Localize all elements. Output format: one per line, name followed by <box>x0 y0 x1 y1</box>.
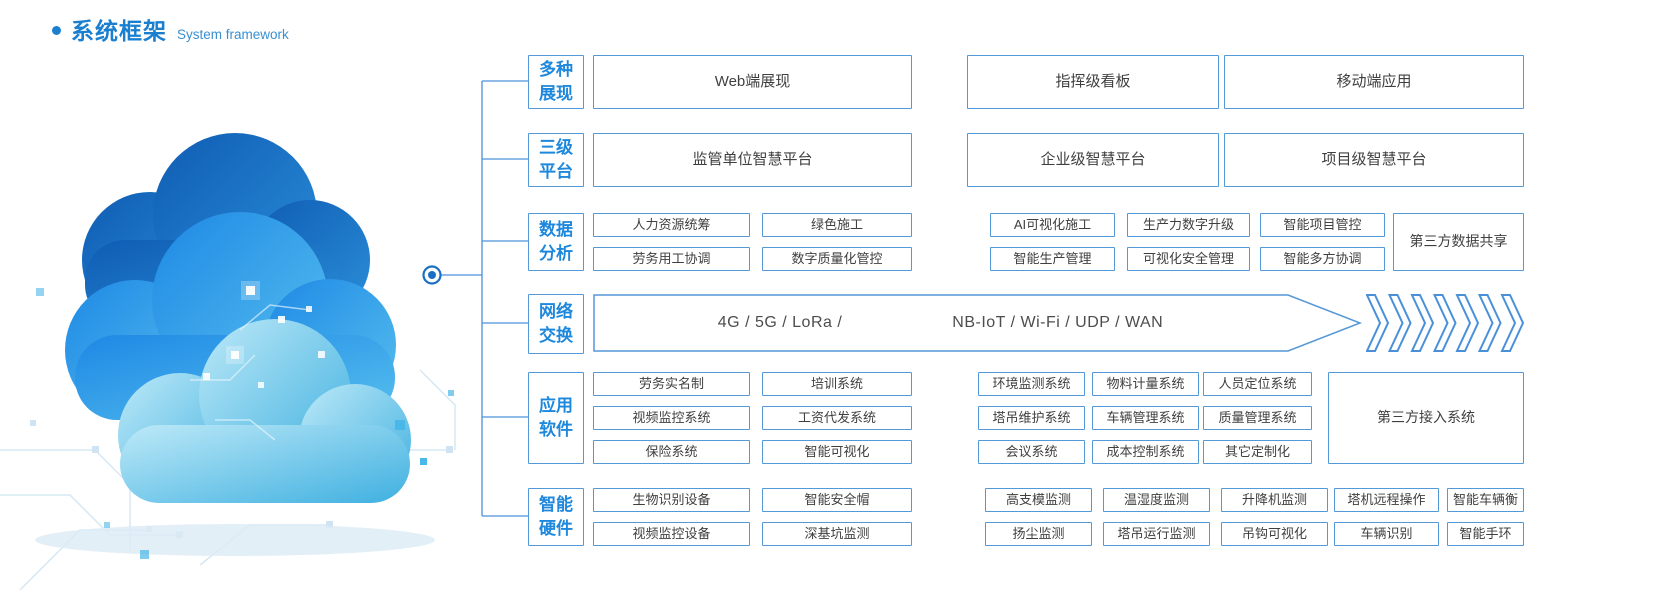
title-bullet-icon <box>52 25 61 35</box>
analysis-box: 劳务用工协调 <box>593 247 750 271</box>
cloud-illustration <box>0 133 456 590</box>
software-box-third-party-access: 第三方接入系统 <box>1328 372 1524 464</box>
hardware-box: 智能安全帽 <box>762 488 912 512</box>
hardware-box: 吊钩可视化 <box>1221 522 1328 546</box>
software-box: 会议系统 <box>978 440 1085 464</box>
hardware-box: 深基坑监测 <box>762 522 912 546</box>
platform-box-regulator: 监管单位智慧平台 <box>593 133 912 187</box>
analysis-box: 智能生产管理 <box>990 247 1115 271</box>
chevron-arrows-icon <box>1366 294 1525 352</box>
hardware-box: 视频监控设备 <box>593 522 750 546</box>
hardware-box: 塔机远程操作 <box>1334 488 1439 512</box>
hardware-box: 扬尘监测 <box>985 522 1092 546</box>
section-label-analysis: 数据 分析 <box>528 213 584 271</box>
network-flow-arrow <box>593 294 1363 352</box>
software-box: 劳务实名制 <box>593 372 750 396</box>
software-box: 车辆管理系统 <box>1092 406 1199 430</box>
hardware-box: 车辆识别 <box>1334 522 1439 546</box>
analysis-box: 智能多方协调 <box>1260 247 1385 271</box>
software-box: 保险系统 <box>593 440 750 464</box>
software-box: 培训系统 <box>762 372 912 396</box>
connector-node-icon <box>422 265 442 285</box>
title-en: System framework <box>177 27 289 42</box>
hardware-box: 高支模监测 <box>985 488 1092 512</box>
network-protocols: 4G / 5G / LoRa / NB-IoT / Wi-Fi / UDP / … <box>593 294 1288 352</box>
section-label-hardware: 智能 硬件 <box>528 488 584 546</box>
software-box: 成本控制系统 <box>1092 440 1199 464</box>
software-box: 人员定位系统 <box>1203 372 1312 396</box>
analysis-box: 智能项目管控 <box>1260 213 1385 237</box>
software-box: 环境监测系统 <box>978 372 1085 396</box>
platform-box-enterprise: 企业级智慧平台 <box>967 133 1219 187</box>
hardware-box: 塔吊运行监测 <box>1103 522 1210 546</box>
analysis-box: 可视化安全管理 <box>1127 247 1250 271</box>
software-box: 物料计量系统 <box>1092 372 1199 396</box>
software-box: 工资代发系统 <box>762 406 912 430</box>
section-label-network: 网络 交换 <box>528 294 584 354</box>
analysis-box: AI可视化施工 <box>990 213 1115 237</box>
network-text-right: NB-IoT / Wi-Fi / UDP / WAN <box>952 314 1164 331</box>
hardware-box: 智能车辆衡 <box>1447 488 1524 512</box>
section-label-software: 应用 软件 <box>528 372 584 464</box>
hardware-box: 生物识别设备 <box>593 488 750 512</box>
analysis-box: 生产力数字升级 <box>1127 213 1250 237</box>
hardware-box: 智能手环 <box>1447 522 1524 546</box>
display-box-mobile: 移动端应用 <box>1224 55 1524 109</box>
hardware-box: 温湿度监测 <box>1103 488 1210 512</box>
analysis-box: 绿色施工 <box>762 213 912 237</box>
section-label-platforms: 三级 平台 <box>528 133 584 187</box>
title-zh: 系统框架 <box>71 18 167 44</box>
analysis-box: 数字质量化管控 <box>762 247 912 271</box>
software-box: 塔吊维护系统 <box>978 406 1085 430</box>
display-box-board: 指挥级看板 <box>967 55 1219 109</box>
analysis-box: 人力资源统筹 <box>593 213 750 237</box>
software-box: 其它定制化 <box>1203 440 1312 464</box>
section-label-display: 多种 展现 <box>528 55 584 109</box>
network-text-left: 4G / 5G / LoRa / <box>717 314 843 331</box>
platform-box-project: 项目级智慧平台 <box>1224 133 1524 187</box>
software-box: 视频监控系统 <box>593 406 750 430</box>
page-title: 系统框架 System framework <box>52 12 289 46</box>
software-box: 智能可视化 <box>762 440 912 464</box>
analysis-box-third-party-share: 第三方数据共享 <box>1393 213 1524 271</box>
software-box: 质量管理系统 <box>1203 406 1312 430</box>
display-box-web: Web端展现 <box>593 55 912 109</box>
hardware-box: 升降机监测 <box>1221 488 1328 512</box>
